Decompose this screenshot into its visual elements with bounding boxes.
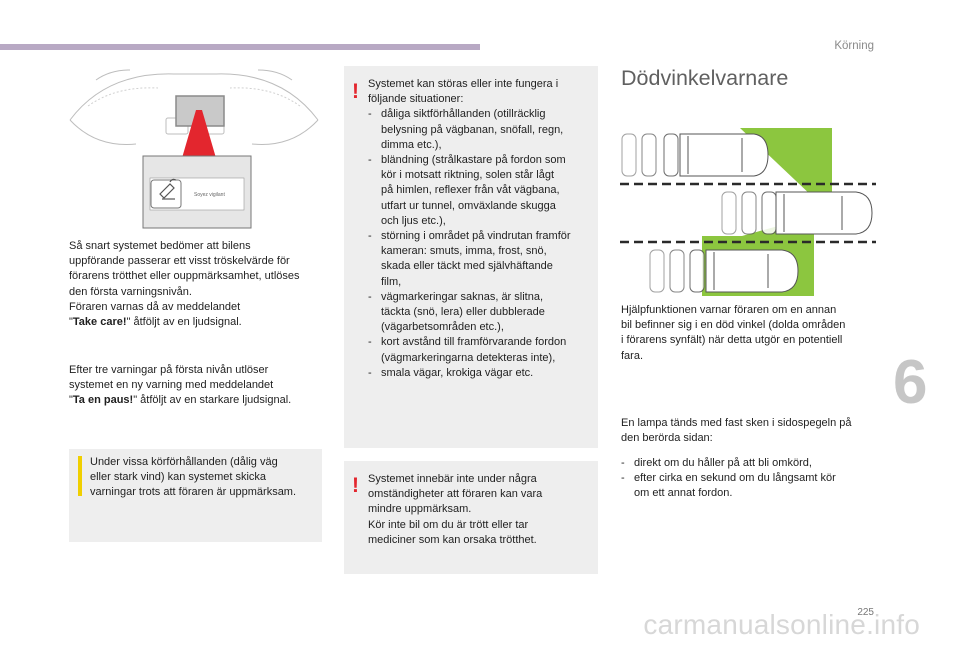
p1-line-2: uppförande passerar ett visst tröskelvär… — [69, 255, 290, 268]
chapter-number: 6 — [893, 348, 928, 417]
w1-intro-2: följande situationer: — [368, 93, 464, 106]
page-number: 225 — [857, 607, 874, 618]
warning-icon: ! — [352, 80, 359, 103]
p1-line-1: Så snart systemet bedömer att bilens — [69, 240, 251, 252]
warning-icon: ! — [352, 474, 359, 497]
header-accent-bar — [0, 44, 480, 50]
p2-line-3: "Ta en paus!" åtföljt av en starkare lju… — [69, 393, 329, 408]
p2-quote-open: " — [69, 394, 73, 407]
p1-line-3: förarens trötthet eller ouppmärksamhet, … — [69, 270, 300, 283]
info-box-text: Under vissa körförhållanden (dålig väg e… — [90, 455, 320, 501]
coffee-cup-icon — [159, 178, 177, 200]
warning-1-text: Systemet kan störas eller inte fungera i… — [368, 77, 596, 381]
blind-spot-illustration — [620, 128, 876, 296]
blind-spot-list: direkt om du håller på att bli omkörd, e… — [621, 456, 883, 502]
dashboard-illustration: Soyez vigilant — [69, 69, 319, 229]
blind-spot-paragraph-2: En lampa tänds med fast sken i sidospege… — [621, 417, 852, 445]
list-item: bländning (strålkastare på fordon som kö… — [368, 153, 596, 229]
p1-line-4: den första varningsnivån. — [69, 285, 192, 298]
list-item: efter cirka en sekund om du långsamt kör… — [621, 471, 883, 501]
list-item: störning i området på vindrutan framför … — [368, 229, 596, 290]
page-title: Dödvinkelvarnare — [621, 66, 789, 90]
take-a-break-message: Ta en paus! — [72, 394, 134, 407]
fatigue-paragraph-2: Efter tre varningar på första nivån utlö… — [69, 363, 329, 409]
dashboard-screen-message: Soyez vigilant — [194, 192, 225, 198]
blind-spot-paragraph-1: Hjälpfunktionen varnar föraren om en ann… — [621, 304, 846, 362]
warning-2-text: Systemet innebär inte under några omstän… — [368, 473, 543, 546]
list-item: dåliga siktförhållanden (otillräcklig be… — [368, 107, 596, 153]
w1-intro-1: Systemet kan störas eller inte fungera i — [368, 78, 559, 90]
info-line-1: Under vissa körförhållanden (dålig väg — [90, 456, 278, 468]
info-line-2: eller stark vind) kan systemet skicka — [90, 471, 267, 484]
warning-1-list: dåliga siktförhållanden (otillräcklig be… — [368, 107, 596, 381]
info-line-3: varningar trots att föraren är uppmärksa… — [90, 486, 297, 499]
info-box — [69, 449, 322, 542]
info-icon — [78, 456, 82, 496]
p2-line-1: Efter tre varningar på första nivån utlö… — [69, 364, 269, 376]
section-name: Körning — [834, 40, 874, 52]
p2-line-2: systemet en ny varning med meddelandet — [69, 379, 274, 392]
list-item: direkt om du håller på att bli omkörd, — [621, 456, 883, 471]
p1-line-5: Föraren varnas då av meddelandet — [69, 300, 241, 313]
take-care-message: Take care! — [72, 316, 127, 329]
fatigue-paragraph-1: Så snart systemet bedömer att bilens upp… — [69, 239, 329, 330]
p2-tail: " åtföljt av en starkare ljudsignal. — [133, 394, 292, 407]
watermark: carmanualsonline.info — [643, 609, 920, 640]
list-item: smala vägar, krokiga vägar etc. — [368, 366, 596, 381]
list-item: kort avstånd till framförvarande fordon … — [368, 335, 596, 365]
warning-box-2 — [344, 461, 598, 574]
p1-line-6: "Take care!" åtföljt av en ljudsignal. — [69, 315, 329, 330]
list-item: vägmarkeringar saknas, är slitna, täckta… — [368, 290, 596, 336]
p1-quote-open: " — [69, 316, 73, 329]
p1-tail: " åtföljt av en ljudsignal. — [126, 316, 242, 329]
